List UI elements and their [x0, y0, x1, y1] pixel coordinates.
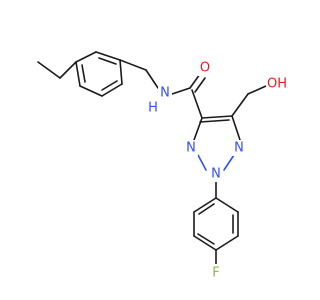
- bond-ring-ch2: [231, 93, 249, 117]
- atom-label-n2: N: [209, 166, 223, 182]
- atom-label-amide-h: H: [147, 100, 161, 116]
- svg-text:N: N: [234, 141, 244, 156]
- svg-text:N: N: [186, 141, 196, 156]
- bond-ethyl-ch2: [59, 61, 77, 79]
- bond-n-carbonyl: [171, 87, 191, 95]
- bond-ch2-n: [145, 69, 159, 89]
- svg-text:N: N: [211, 167, 221, 182]
- atom-label-amide-o: O: [198, 60, 212, 76]
- triazole-ring: [193, 115, 241, 171]
- ethylphenyl-ring: [75, 51, 123, 97]
- structure-canvas: O N H OH N N N F: [37, 51, 288, 281]
- bond-benzyl: [119, 59, 147, 71]
- svg-text:N: N: [160, 86, 170, 101]
- svg-text:H: H: [148, 101, 158, 116]
- atom-label-n1: N: [232, 140, 246, 156]
- molecule-diagram: O N H OH N N N F: [37, 51, 288, 281]
- svg-text:OH: OH: [267, 77, 287, 92]
- atom-label-fluorine: F: [210, 264, 222, 281]
- atom-label-hydroxyl: OH: [266, 76, 288, 92]
- bond-carbonyl-1: [189, 73, 201, 89]
- svg-text:F: F: [212, 266, 219, 281]
- bond-carbonyl-ring: [191, 89, 203, 119]
- atom-label-amide-n: N: [158, 86, 172, 101]
- atom-label-n3: N: [184, 140, 198, 156]
- bond-ch2-oh: [247, 85, 267, 95]
- fluorophenyl-ring: [193, 197, 239, 251]
- bond-ethyl-ch3: [37, 61, 61, 79]
- svg-text:O: O: [200, 61, 210, 76]
- bond-carbonyl-2: [194, 77, 206, 93]
